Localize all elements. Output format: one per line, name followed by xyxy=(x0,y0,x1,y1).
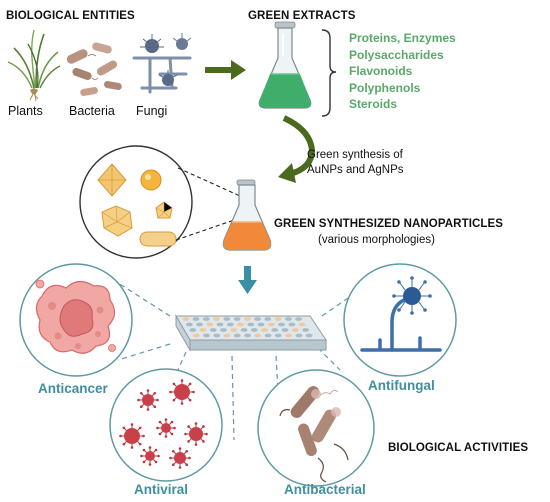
antiviral-illustration xyxy=(109,368,223,482)
virus-icon xyxy=(169,379,195,405)
compound-item: Steroids xyxy=(349,97,398,111)
nanoparticle-flask xyxy=(222,179,272,251)
plate-well xyxy=(295,333,303,338)
plate-well xyxy=(223,333,231,338)
plate-well xyxy=(213,333,221,338)
plate-well xyxy=(285,317,292,321)
plate-well xyxy=(192,333,200,338)
plate-well xyxy=(192,317,200,321)
plate-well xyxy=(292,328,299,332)
plate-well xyxy=(233,317,241,321)
plate-well xyxy=(240,328,248,332)
plate-well xyxy=(298,322,306,327)
plate-well xyxy=(199,328,207,332)
plant-icon xyxy=(7,29,61,102)
virus-icon xyxy=(169,447,191,469)
synthesis-caption-line: AuNPs and AgNPs xyxy=(307,164,404,176)
microplate-icon xyxy=(175,314,327,352)
virus-icon xyxy=(140,446,160,466)
plate-well xyxy=(267,322,275,327)
plate-well xyxy=(264,317,272,321)
antifungal-illustration xyxy=(343,263,457,377)
synthesis-arrow xyxy=(278,115,316,183)
compounds-bracket xyxy=(321,29,337,117)
rod-particle-icon xyxy=(139,231,177,247)
virus-icon xyxy=(184,422,208,446)
plate-well xyxy=(185,322,193,327)
synthesis-caption-line: Green synthesis of xyxy=(307,149,403,161)
plate-well xyxy=(302,328,309,332)
header-biological-entities: BIOLOGICAL ENTITIES xyxy=(6,10,135,22)
plate-well xyxy=(254,317,261,321)
plate-well xyxy=(281,328,289,332)
plate-well xyxy=(220,328,227,332)
octahedron-particle-icon xyxy=(97,163,127,197)
plate-well xyxy=(213,317,220,321)
virus-icon xyxy=(137,389,159,411)
fungi-icon xyxy=(132,33,192,94)
plate-well xyxy=(274,317,282,321)
plate-well xyxy=(189,328,197,332)
plate-well xyxy=(233,333,241,338)
compound-item: Polysaccharides xyxy=(349,47,444,62)
green-extract-flask xyxy=(258,21,312,109)
decahedron-particle-icon xyxy=(155,201,173,219)
plate-well xyxy=(237,322,245,327)
bacteria-icon xyxy=(66,42,122,96)
nanoparticles-zoom xyxy=(79,145,193,259)
synthesis-caption: Green synthesis of AuNPs and AgNPs xyxy=(307,148,404,178)
plate-well xyxy=(196,322,203,327)
sphere-particle-icon xyxy=(140,169,162,191)
activity-label-antifungal: Antifungal xyxy=(368,378,435,393)
header-green-extracts: GREEN EXTRACTS xyxy=(248,10,356,22)
virus-icon xyxy=(119,423,145,449)
plate-well xyxy=(244,333,252,338)
source-label-fungi: Fungi xyxy=(136,104,168,118)
compound-list: Proteins, Enzymes Polysaccharides Flavon… xyxy=(349,30,456,113)
plate-well xyxy=(203,333,210,338)
arrow-to-extracts xyxy=(205,60,246,80)
plate-well xyxy=(243,317,251,321)
source-label-bacteria: Bacteria xyxy=(69,104,115,118)
activity-label-antibacterial: Antibacterial xyxy=(284,482,366,497)
anticancer-illustration xyxy=(19,263,133,377)
plate-well xyxy=(271,328,279,332)
virus-icon xyxy=(156,418,176,438)
activity-label-anticancer: Anticancer xyxy=(38,381,108,396)
header-biological-activities: BIOLOGICAL ACTIVITIES xyxy=(388,442,529,454)
plate-well xyxy=(288,322,296,327)
antibacterial-illustration xyxy=(257,369,375,487)
zoom-connector xyxy=(175,167,241,241)
plate-well xyxy=(250,328,258,332)
plate-well xyxy=(264,333,272,338)
activity-label-antiviral: Antiviral xyxy=(134,482,189,497)
plate-well xyxy=(230,328,238,332)
plate-well xyxy=(247,322,255,327)
compound-item: Polyphenols xyxy=(349,80,421,95)
arrow-to-plate xyxy=(238,266,257,294)
plate-well xyxy=(202,317,210,321)
plate-well xyxy=(254,333,262,338)
plate-well xyxy=(295,317,302,321)
plate-well xyxy=(285,333,292,338)
compound-item: Proteins, Enzymes xyxy=(349,31,456,45)
plate-well xyxy=(261,328,268,332)
source-label-plants: Plants xyxy=(8,104,43,118)
plate-well xyxy=(226,322,234,327)
plate-well xyxy=(206,322,214,327)
plate-well xyxy=(274,333,282,338)
plate-well xyxy=(182,317,190,321)
plate-well xyxy=(223,317,231,321)
compound-item: Flavonoids xyxy=(349,64,413,78)
plate-well xyxy=(278,322,285,327)
plate-well xyxy=(216,322,224,327)
plate-well xyxy=(209,328,217,332)
plate-well xyxy=(257,322,265,327)
icosahedron-particle-icon xyxy=(101,205,133,237)
nanoparticles-subtitle: (various morphologies) xyxy=(318,234,435,246)
header-green-nanoparticles: GREEN SYNTHESIZED NANOPARTICLES xyxy=(274,218,504,230)
plate-well xyxy=(305,333,313,338)
